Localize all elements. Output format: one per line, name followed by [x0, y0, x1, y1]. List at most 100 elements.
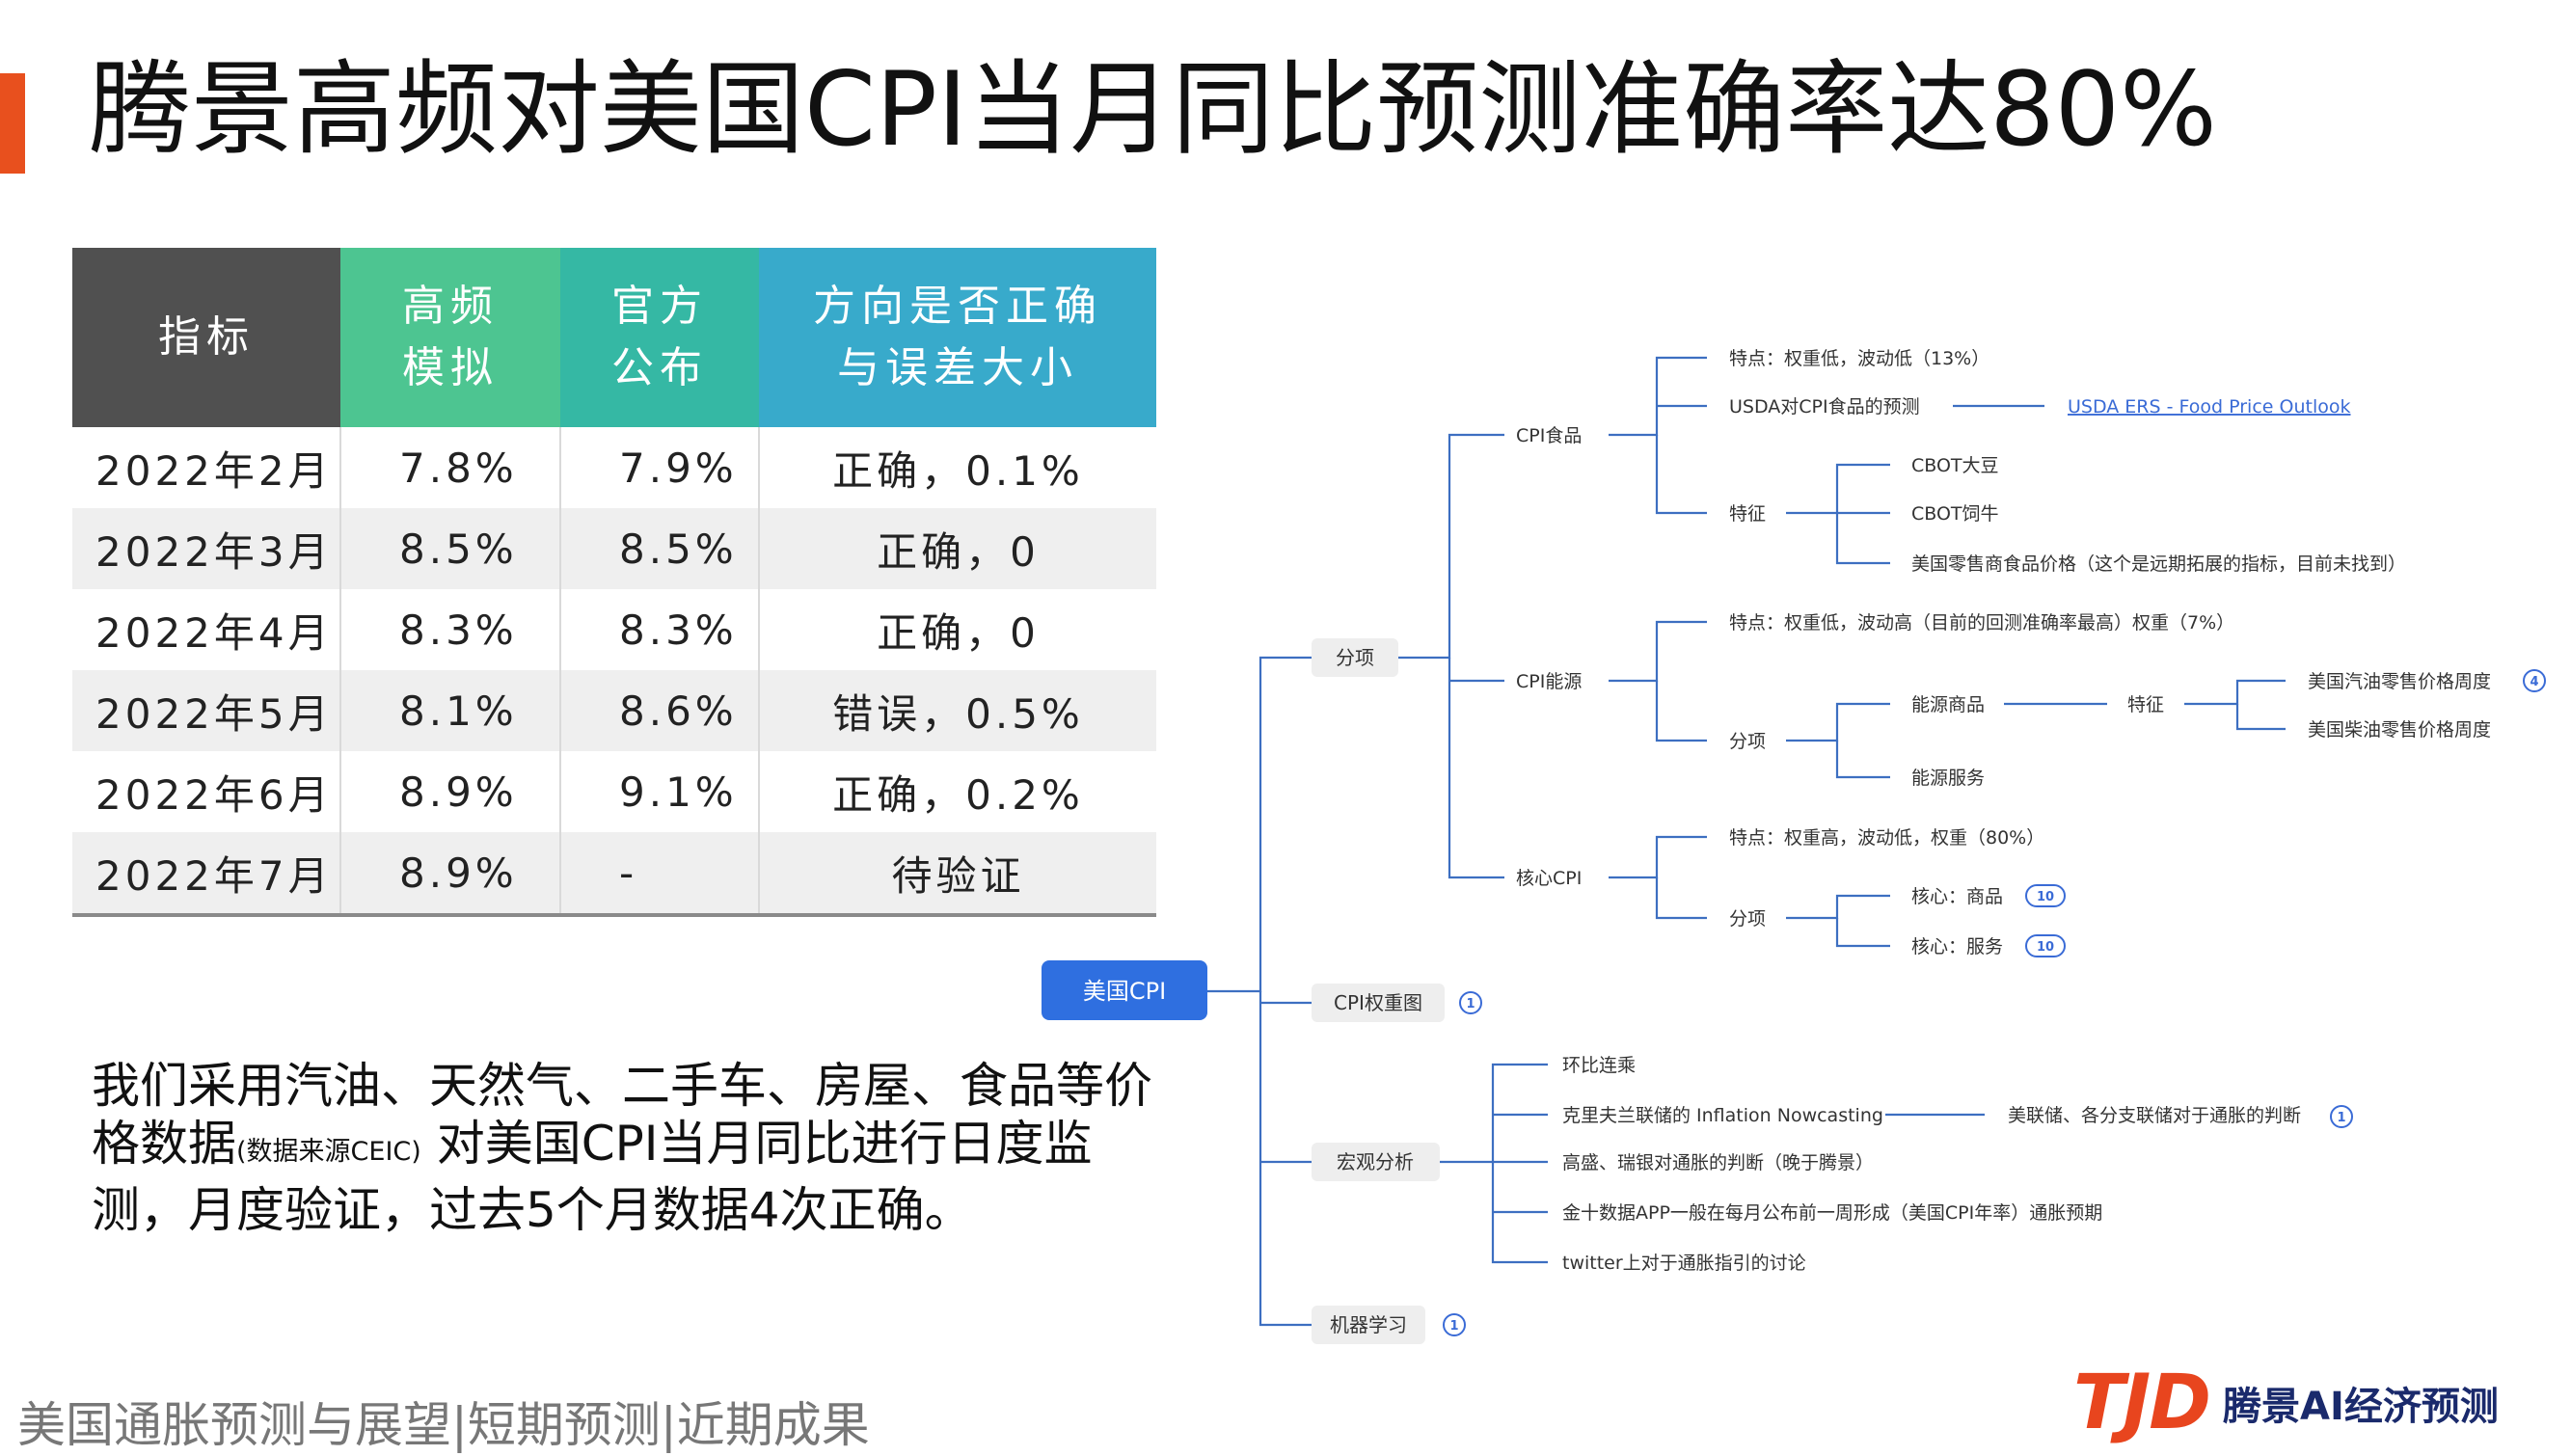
- connector: [1609, 620, 1707, 683]
- macro-item[interactable]: 克里夫兰联储的 Inflation Nowcasting: [1562, 1105, 1883, 1126]
- connector: [1398, 433, 1504, 660]
- food-trait[interactable]: 特征: [1729, 503, 1766, 525]
- cell-official: 8.3%: [560, 589, 760, 670]
- cell-result: 正确，0: [759, 589, 1156, 670]
- table-row: 2022年2月 7.8% 7.9% 正确，0.1%: [72, 427, 1156, 508]
- core-feature[interactable]: 特点：权重高，波动低，权重（80%）: [1729, 827, 2044, 849]
- macro-item[interactable]: 高盛、瑞银对通胀的判断（晚于腾景）: [1562, 1152, 1874, 1173]
- nowcast-badge-count: 1: [2337, 1111, 2345, 1125]
- energy-sub[interactable]: 分项: [1729, 731, 1766, 752]
- macro-item[interactable]: twitter上对于通胀指引的讨论: [1562, 1253, 1806, 1274]
- header-direction-error: 方向是否正确与误差大小: [759, 248, 1156, 427]
- core-goods-badge-count: 10: [2037, 890, 2054, 904]
- connector: [1835, 741, 1890, 779]
- connector: [1786, 702, 1890, 742]
- connector: [1786, 894, 1890, 920]
- food-usda[interactable]: USDA对CPI食品的预测: [1729, 396, 1920, 418]
- cell-simulated: 8.5%: [340, 508, 561, 589]
- food-trait-item[interactable]: CBOT饲牛: [1911, 503, 1999, 525]
- usda-link[interactable]: USDA ERS - Food Price Outlook: [2068, 396, 2350, 418]
- cell-official: 9.1%: [560, 751, 760, 832]
- food-trait-item[interactable]: 美国零售商食品价格（这个是远期拓展的指标，目前未找到）: [1911, 553, 2406, 575]
- macro-item[interactable]: 金十数据APP一般在每月公布前一周形成（美国CPI年率）通胀预期: [1562, 1202, 2102, 1224]
- footer-breadcrumb: 美国通胀预测与展望|短期预测|近期成果: [17, 1397, 870, 1453]
- energy-services[interactable]: 能源服务: [1911, 768, 1985, 789]
- node-core-cpi[interactable]: 核心CPI: [1516, 868, 1582, 889]
- logo-text: 腾景AI经济预测: [2222, 1385, 2499, 1429]
- node-cpi-food[interactable]: CPI食品: [1516, 425, 1582, 446]
- nowcast-badge[interactable]: [2330, 1105, 2353, 1128]
- cell-month: 2022年7月: [72, 832, 341, 917]
- energy-goods-trait[interactable]: 特征: [2127, 694, 2164, 715]
- energy-feature[interactable]: 特点：权重低，波动高（目前的回测准确率最高）权重（7%）: [1729, 612, 2234, 634]
- connector: [2235, 704, 2286, 731]
- gasoline-badge[interactable]: [2523, 669, 2546, 692]
- core-goods-badge[interactable]: [2025, 884, 2066, 907]
- energy-trait-item[interactable]: 美国汽油零售价格周度: [2308, 671, 2491, 692]
- cell-result: 待验证: [759, 832, 1156, 917]
- table-row: 2022年6月 8.9% 9.1% 正确，0.2%: [72, 751, 1156, 832]
- table-row: 2022年3月 8.5% 8.5% 正确，0: [72, 508, 1156, 589]
- data-source-note: (数据来源CEIC): [236, 1137, 421, 1167]
- cell-official: 8.6%: [560, 670, 760, 751]
- energy-trait-item[interactable]: 美国柴油零售价格周度: [2308, 719, 2491, 741]
- connector: [1609, 356, 1707, 437]
- cell-result: 正确，0.1%: [759, 427, 1156, 508]
- header-official: 官方公布: [560, 248, 759, 427]
- cell-simulated: 8.3%: [340, 589, 561, 670]
- connector: [1440, 1063, 1548, 1164]
- cell-result: 错误，0.5%: [759, 670, 1156, 751]
- connector: [1448, 658, 1504, 879]
- food-feature[interactable]: 特点：权重低，波动低（13%）: [1729, 348, 1989, 369]
- node-breakdown-label: 分项: [1336, 646, 1374, 669]
- description-text: 我们采用汽油、天然气、二手车、房屋、食品等价格数据(数据来源CEIC) 对美国C…: [92, 1058, 1152, 1238]
- connector: [1655, 435, 1707, 515]
- node-cpi-energy[interactable]: CPI能源: [1516, 671, 1582, 692]
- connector: [1609, 835, 1707, 879]
- connector: [1835, 918, 1890, 948]
- macro-item[interactable]: 环比连乘: [1562, 1055, 1636, 1076]
- cell-month: 2022年4月: [72, 589, 341, 670]
- node-cpi-weights[interactable]: [1312, 984, 1445, 1022]
- table-header-row: 指标 高频模拟 官方公布 方向是否正确与误差大小: [72, 248, 1156, 427]
- node-breakdown[interactable]: [1312, 638, 1398, 677]
- node-macro-analysis-label: 宏观分析: [1337, 1150, 1414, 1173]
- connector: [1655, 681, 1707, 742]
- cell-simulated: 8.9%: [340, 751, 561, 832]
- cell-simulated: 7.8%: [340, 427, 561, 508]
- cell-result: 正确，0.2%: [759, 751, 1156, 832]
- cell-month: 2022年3月: [72, 508, 341, 589]
- cell-simulated: 8.9%: [340, 832, 561, 917]
- core-services[interactable]: 核心：服务: [1911, 936, 2003, 957]
- connector: [1258, 991, 1312, 1327]
- node-macro-analysis[interactable]: [1312, 1143, 1440, 1181]
- ml-badge-count: 1: [1449, 1319, 1458, 1334]
- food-trait-item[interactable]: CBOT大豆: [1911, 455, 1999, 476]
- table-row: 2022年4月 8.3% 8.3% 正确，0: [72, 589, 1156, 670]
- header-high-frequency: 高频模拟: [340, 248, 560, 427]
- connector: [1786, 463, 1890, 515]
- title-accent-bar: [0, 73, 25, 174]
- connector: [1207, 656, 1312, 993]
- gasoline-badge-count: 4: [2530, 675, 2538, 689]
- energy-goods[interactable]: 能源商品: [1911, 694, 1985, 715]
- node-cpi-weights-label: CPI权重图: [1334, 991, 1422, 1014]
- cell-official: 7.9%: [560, 427, 760, 508]
- node-machine-learning[interactable]: [1312, 1306, 1425, 1344]
- connector: [1491, 1162, 1548, 1264]
- core-sub[interactable]: 分项: [1729, 908, 1766, 930]
- core-services-badge[interactable]: [2025, 934, 2066, 957]
- weights-badge[interactable]: [1459, 991, 1482, 1014]
- header-indicator: 指标: [72, 248, 340, 427]
- connector: [1655, 877, 1707, 920]
- ml-badge[interactable]: [1443, 1313, 1466, 1336]
- weights-badge-count: 1: [1466, 997, 1475, 1011]
- cell-official: -: [560, 832, 760, 917]
- core-services-badge-count: 10: [2037, 940, 2054, 955]
- connector: [1835, 513, 1890, 565]
- page-title: 腾景高频对美国CPI当月同比预测准确率达80%: [89, 50, 2217, 169]
- connector: [2184, 679, 2286, 706]
- macro-nowcast-note[interactable]: 美联储、各分支联储对于通胀的判断: [2008, 1105, 2301, 1126]
- root-node[interactable]: [1042, 960, 1207, 1020]
- core-goods[interactable]: 核心：商品: [1911, 886, 2003, 907]
